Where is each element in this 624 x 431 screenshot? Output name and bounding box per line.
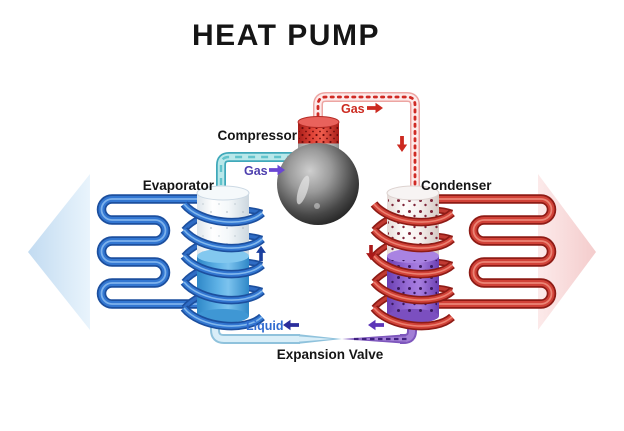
compressor: [277, 116, 359, 225]
evaporator-serpentine-coil: [96, 194, 213, 309]
hot-gas-label: Gas: [341, 102, 365, 116]
suction-gas-pipe: [216, 152, 311, 198]
condenser-top: [386, 185, 440, 201]
condensed-liquid-left-arrow-icon: [368, 319, 384, 331]
compressor-label: Compressor: [217, 128, 297, 143]
evaporator-liquid: [197, 256, 249, 316]
compressor-shell: [277, 143, 359, 225]
compressor-highlight-dot: [314, 203, 320, 209]
evaporator-top: [196, 185, 250, 201]
condenser-down-arrow-icon: [366, 245, 376, 261]
evaporator-liquid-surface: [197, 249, 249, 263]
hot-gas-down-arrow-icon: [396, 136, 408, 152]
discharge-gas-pipe: [313, 92, 420, 194]
condenser-liquid-surface: [387, 249, 439, 263]
liquid-pipe: [210, 312, 342, 344]
condenser-label: Condenser: [421, 178, 492, 193]
cold-gas-right-arrow-icon: [269, 164, 285, 176]
compressor-highlight: [296, 175, 310, 205]
condenser-spiral-front: [370, 201, 455, 331]
evaporator-label: Evaporator: [143, 178, 215, 193]
evaporator-spiral-front: [180, 201, 265, 331]
page-title: HEAT PUMP: [192, 19, 380, 52]
compressor-motor-top: [297, 116, 340, 128]
evaporator-up-arrow-icon: [256, 245, 266, 261]
liquid-left-arrow-icon: [283, 319, 299, 331]
condenser-serpentine-coil: [432, 194, 557, 309]
expansion-valve-label: Expansion Valve: [277, 347, 384, 362]
condensed-liquid-pipe: [342, 312, 417, 344]
liquid-label: Liquid: [246, 319, 284, 333]
cold-side-arrow: [28, 174, 90, 330]
cold-gas-label: Gas: [244, 164, 268, 178]
compressor-motor-dots: [299, 123, 338, 143]
hot-gas-right-arrow-icon: [367, 102, 383, 114]
